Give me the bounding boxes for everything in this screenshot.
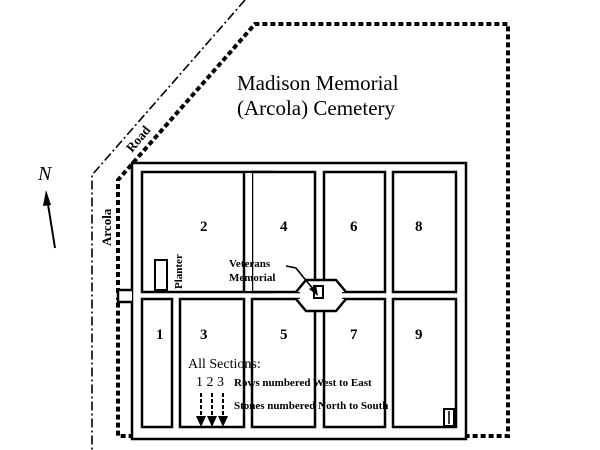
cemetery-boundary (116, 22, 510, 438)
section-7-block (322, 297, 387, 429)
section-1-label: 1 (156, 327, 164, 343)
section-5-block (250, 297, 317, 429)
memorial-label-line2: Memorial (229, 272, 275, 284)
arcola-road-label: Arcola (99, 208, 114, 246)
road-label: Road (123, 122, 154, 155)
legend-stones-text: Stones numbered North to South (234, 400, 388, 412)
map-title-line1: Madison Memorial (237, 71, 399, 95)
north-arrow-head (43, 190, 51, 206)
section-5-label: 5 (280, 327, 288, 343)
section-6-block (322, 170, 387, 294)
legend-row-numbers: 1 2 3 (196, 375, 224, 390)
section-8-label: 8 (415, 219, 423, 235)
legend-heading: All Sections: (188, 357, 261, 372)
section-2-label: 2 (200, 219, 208, 235)
section-7-label: 7 (350, 327, 358, 343)
section-9-block (391, 297, 458, 429)
section-1-block (140, 297, 174, 429)
memorial-roundabout (295, 278, 347, 313)
section-8-block (391, 170, 458, 294)
planter-label: Planter (173, 254, 185, 289)
section-6-label: 6 (350, 219, 358, 235)
west-entrance-lane (116, 288, 132, 304)
planter-marker (154, 259, 168, 291)
legend-stone-arrows (196, 393, 228, 427)
north-arrow-shaft (46, 197, 56, 249)
memorial-pointer (285, 265, 315, 291)
section-4-label: 4 (280, 219, 288, 235)
section-9-label: 9 (415, 327, 423, 343)
road-boundary (91, 0, 246, 450)
memorial-label-line1: Veterans (229, 258, 271, 270)
section-3-label: 3 (200, 327, 208, 343)
map-title-line2: (Arcola) Cemetery (237, 96, 396, 120)
north-label: N (37, 163, 53, 185)
legend-rows-text: Rows numbered West to East (234, 377, 372, 389)
